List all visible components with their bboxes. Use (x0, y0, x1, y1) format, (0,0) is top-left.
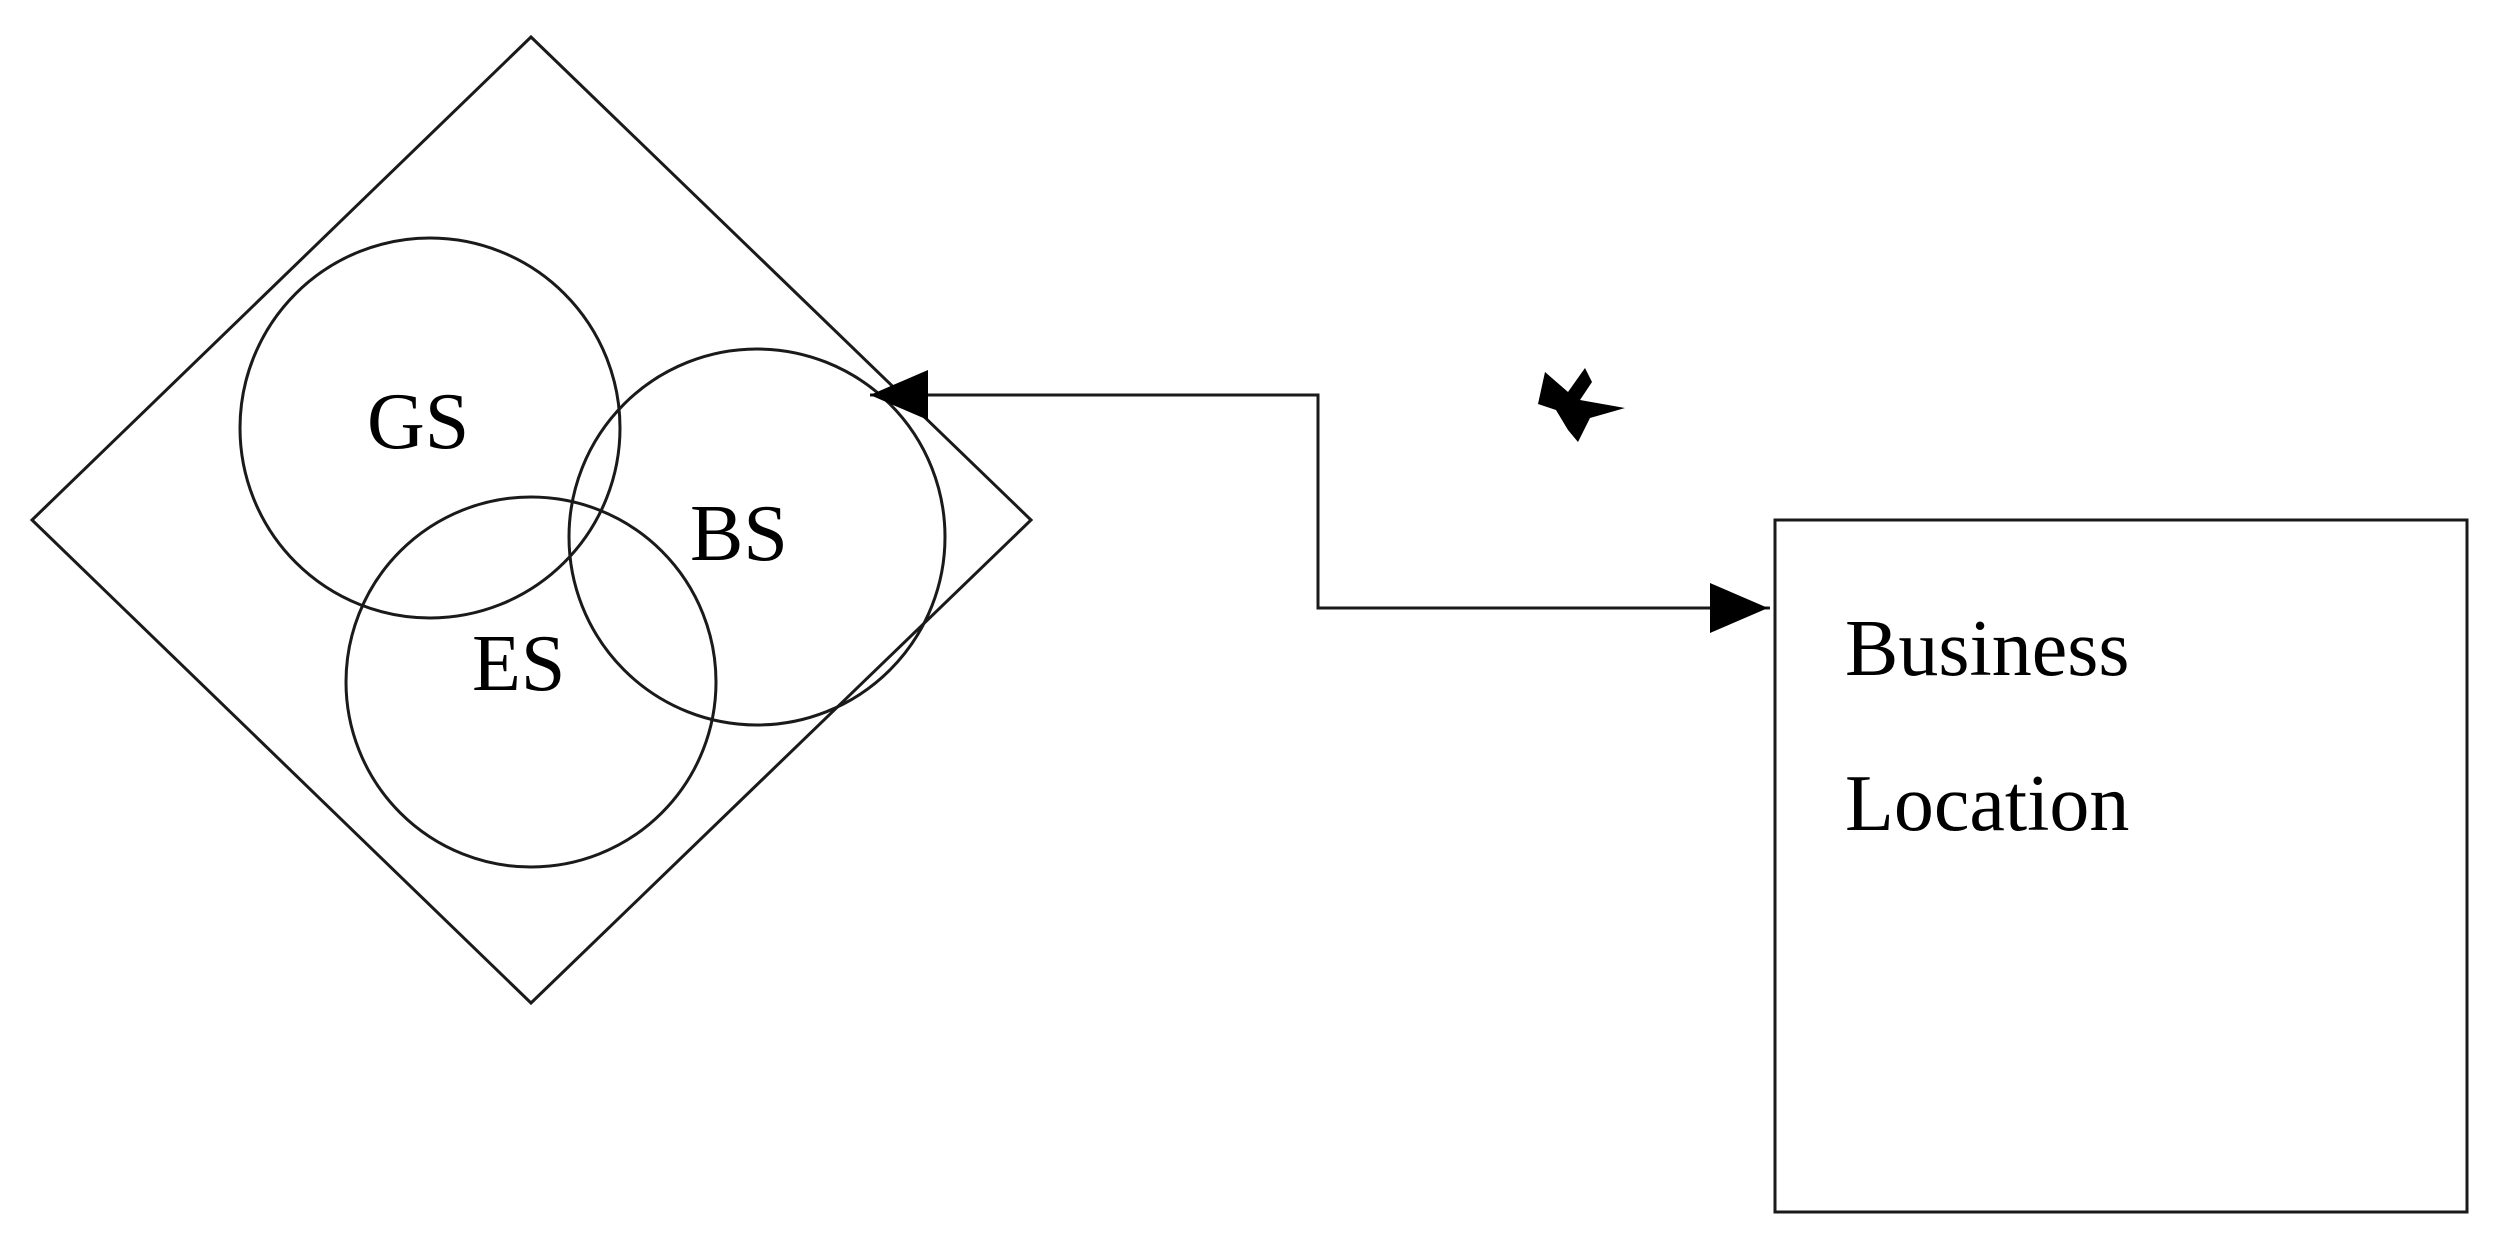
es-circle (344, 495, 718, 869)
connector-line (870, 393, 1770, 610)
box-label-line1: Business (1845, 605, 2130, 693)
es-label: ES (472, 620, 565, 708)
bs-circle (567, 347, 947, 727)
bs-label: BS (690, 490, 788, 578)
arrowhead-right (1710, 583, 1768, 633)
diamond-shape (29, 34, 1034, 1006)
business-location-box (1773, 518, 2469, 1214)
box-label-line2: Location (1845, 760, 2129, 848)
gs-label: GS (367, 378, 469, 466)
gs-circle (238, 236, 622, 620)
pin-icon (1538, 368, 1625, 442)
arrowhead-left (870, 370, 928, 420)
